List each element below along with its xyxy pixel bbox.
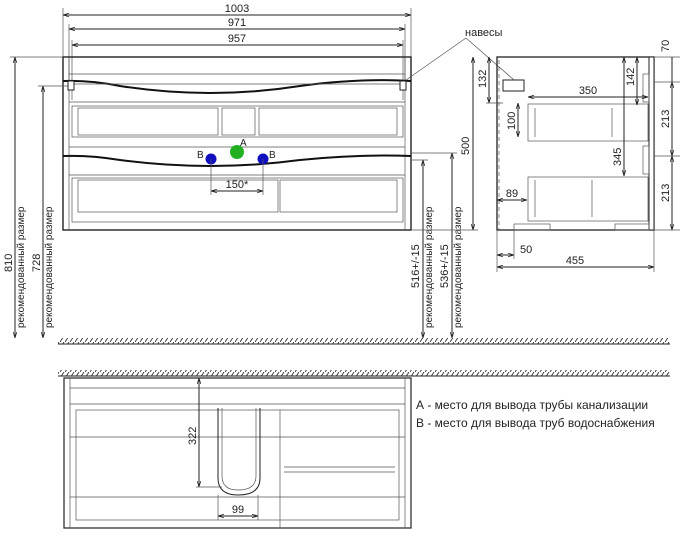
label-b-left: B bbox=[197, 150, 204, 161]
dim-536: 536+/-15 bbox=[439, 244, 451, 288]
label-b-right: B bbox=[269, 150, 276, 161]
dim-99: 99 bbox=[232, 504, 244, 516]
dim-1003: 1003 bbox=[225, 3, 249, 15]
dim-500: 500 bbox=[460, 137, 472, 155]
floor-hatch bbox=[58, 338, 670, 344]
dim-810: 810 bbox=[3, 254, 15, 272]
hanger-left bbox=[67, 80, 75, 91]
legend: А - место для вывода трубы канализации В… bbox=[416, 398, 655, 430]
basin-curve-bottom bbox=[62, 154, 412, 167]
dim-957: 957 bbox=[228, 33, 246, 45]
side-view: навесы 132 100 142 350 345 89 50 bbox=[405, 27, 680, 272]
note-536: рекомендованный размер bbox=[453, 206, 464, 328]
dim-971: 971 bbox=[228, 17, 246, 29]
legend-b: В - место для вывода труб водоснабжения bbox=[416, 416, 655, 430]
dim-132: 132 bbox=[477, 70, 489, 88]
dim-455: 455 bbox=[566, 255, 584, 267]
note-516: рекомендованный размер bbox=[424, 206, 435, 328]
dim-213-lower: 213 bbox=[660, 184, 672, 202]
note-810: рекомендованный размер bbox=[16, 206, 27, 328]
dim-516: 516+/-15 bbox=[410, 244, 422, 288]
dim-322: 322 bbox=[187, 427, 199, 445]
dim-345: 345 bbox=[612, 148, 624, 166]
wall-hatch bbox=[58, 370, 670, 376]
dim-150: 150* bbox=[226, 179, 249, 191]
legend-a: А - место для вывода трубы канализации bbox=[416, 398, 648, 412]
marker-a-sewage bbox=[230, 145, 244, 159]
cabinet-outline bbox=[62, 56, 412, 231]
dim-728: 728 bbox=[31, 254, 43, 272]
label-a: A bbox=[240, 138, 247, 149]
dim-350: 350 bbox=[579, 85, 597, 97]
siphon-cutout bbox=[217, 408, 261, 496]
dim-142: 142 bbox=[625, 68, 637, 86]
dim-50: 50 bbox=[520, 244, 532, 256]
hangers-label: навесы bbox=[465, 27, 503, 39]
front-view: 1003 971 957 A B B 150* bbox=[3, 3, 670, 345]
basin-curve-top bbox=[62, 79, 412, 94]
dim-89: 89 bbox=[506, 188, 518, 200]
dim-100: 100 bbox=[506, 112, 518, 130]
side-hanger bbox=[502, 79, 525, 92]
dim-213-upper: 213 bbox=[660, 110, 672, 128]
note-728: рекомендованный размер bbox=[44, 206, 55, 328]
dim-70: 70 bbox=[660, 40, 672, 52]
top-outline bbox=[63, 377, 412, 529]
top-view: 322 99 bbox=[58, 370, 670, 529]
hanger-right bbox=[399, 80, 407, 91]
